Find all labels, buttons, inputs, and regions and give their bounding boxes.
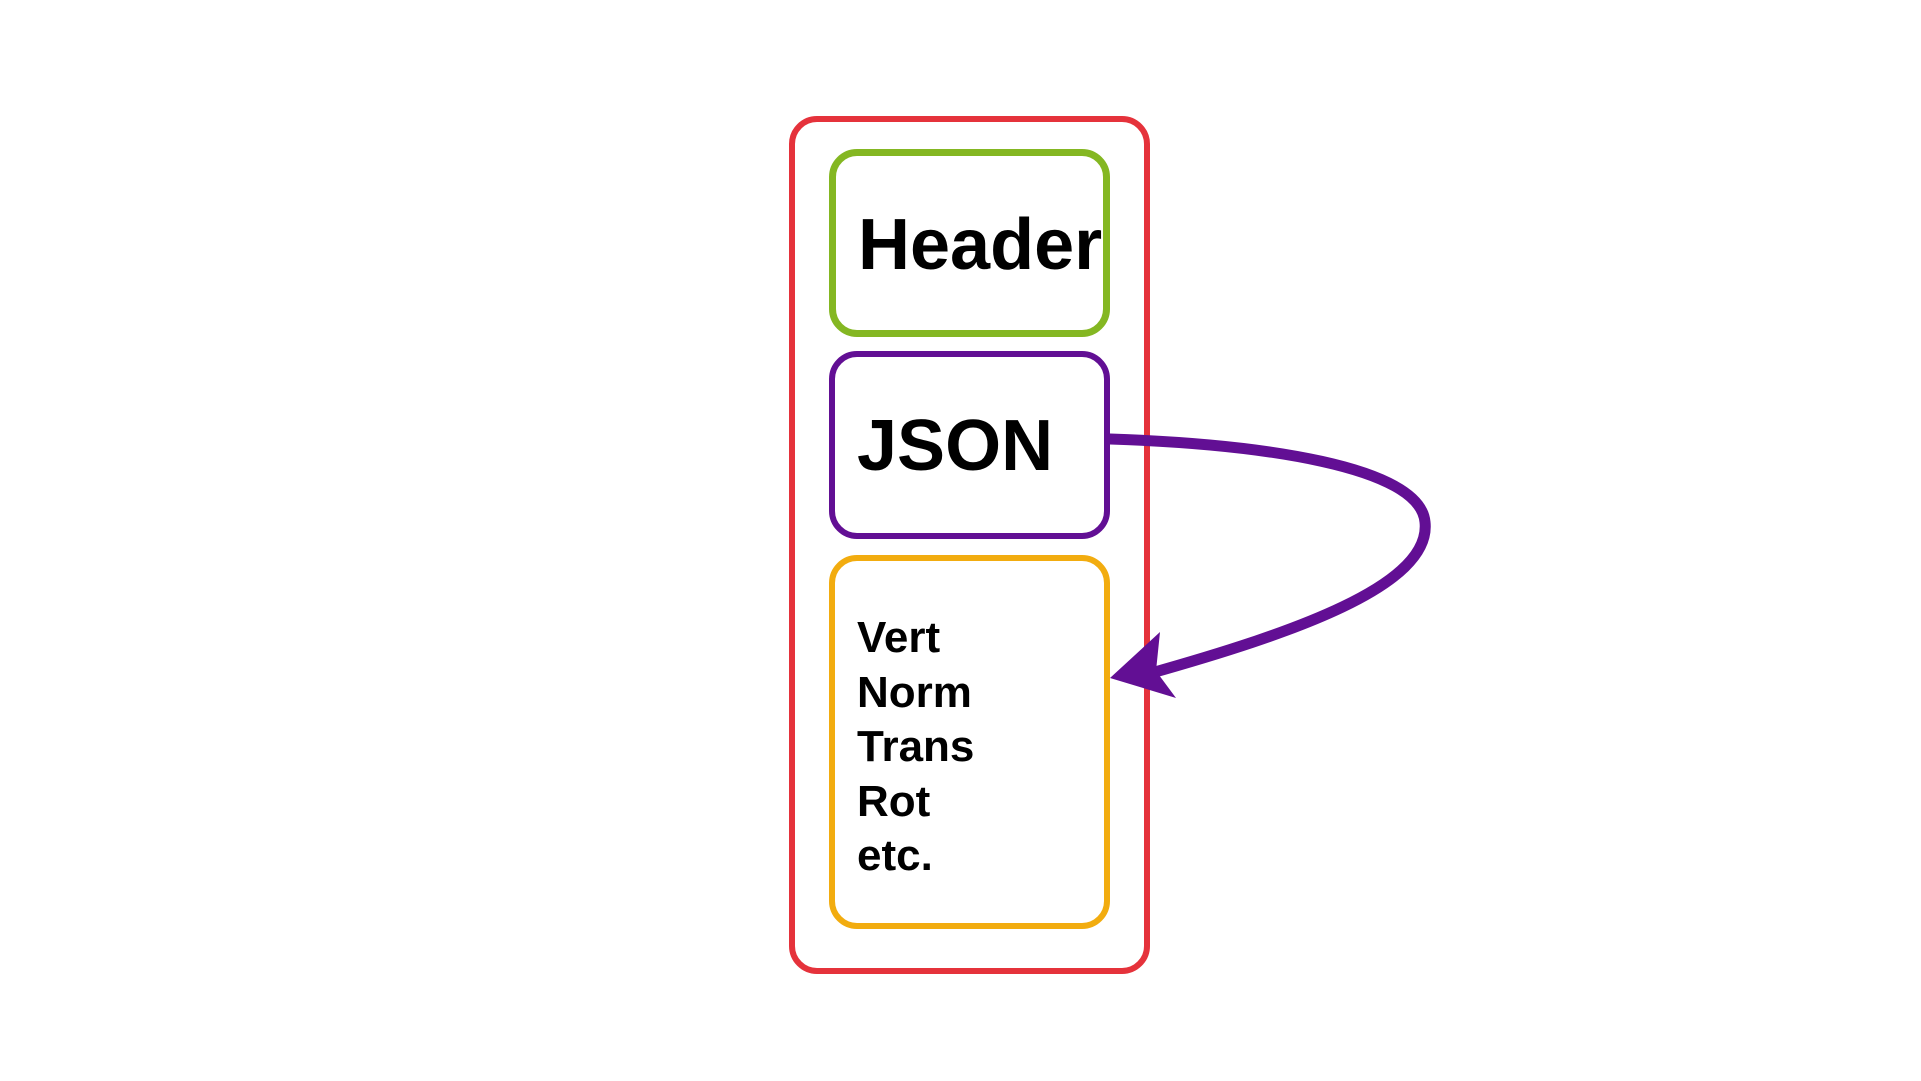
data-list-box: Vert Norm Trans Rot etc. bbox=[829, 555, 1110, 929]
json-label: JSON bbox=[857, 406, 1054, 486]
header-label: Header bbox=[858, 205, 1103, 285]
header-box: Header bbox=[829, 149, 1110, 337]
list-item-norm: Norm bbox=[857, 667, 972, 717]
outer-container-box: Header JSON Vert Norm Trans Rot etc. bbox=[789, 116, 1150, 974]
list-item-trans: Trans bbox=[857, 722, 975, 771]
list-item-etc: etc. bbox=[857, 831, 933, 880]
arrow-curve bbox=[1104, 433, 1431, 680]
list-item-vert: Vert bbox=[857, 613, 941, 662]
arrow-head-icon bbox=[1110, 632, 1176, 698]
json-box: JSON bbox=[829, 351, 1110, 539]
list-item-rot: Rot bbox=[857, 776, 931, 826]
data-list: Vert Norm Trans Rot etc. bbox=[857, 611, 974, 884]
